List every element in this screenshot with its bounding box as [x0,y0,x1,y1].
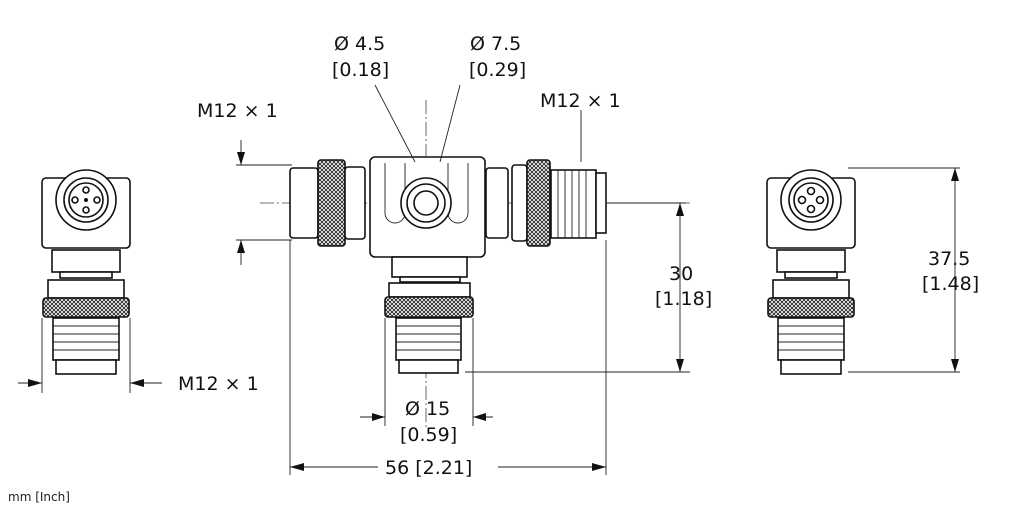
left-view-connector [41,169,131,375]
height-37-5-inch-label: [1.48] [922,273,979,295]
m12-center-right-label: M12 × 1 [540,90,621,112]
center-view-tee [260,100,690,430]
dia-4-5-label: Ø 4.5 [334,33,385,55]
right-view-connector [766,169,856,375]
height-37-5-label: 37.5 [928,248,970,270]
center-view-dimensions [236,84,690,475]
m12-left-view-label: M12 × 1 [178,373,259,395]
m12-center-left-label: M12 × 1 [197,100,278,122]
dia-7-5-label: Ø 7.5 [470,33,521,55]
left-view-dimension [18,318,162,393]
height-30-inch-label: [1.18] [655,288,712,310]
dia-7-5-inch-label: [0.29] [469,59,526,81]
dia-15-inch-label: [0.59] [400,424,457,446]
length-56-label: 56 [2.21] [385,457,472,479]
dia-4-5-inch-label: [0.18] [332,59,389,81]
dia-15-label: Ø 15 [405,398,450,420]
height-30-label: 30 [669,263,693,285]
units-label: mm [Inch] [8,490,70,504]
right-view-dimension [848,167,960,373]
